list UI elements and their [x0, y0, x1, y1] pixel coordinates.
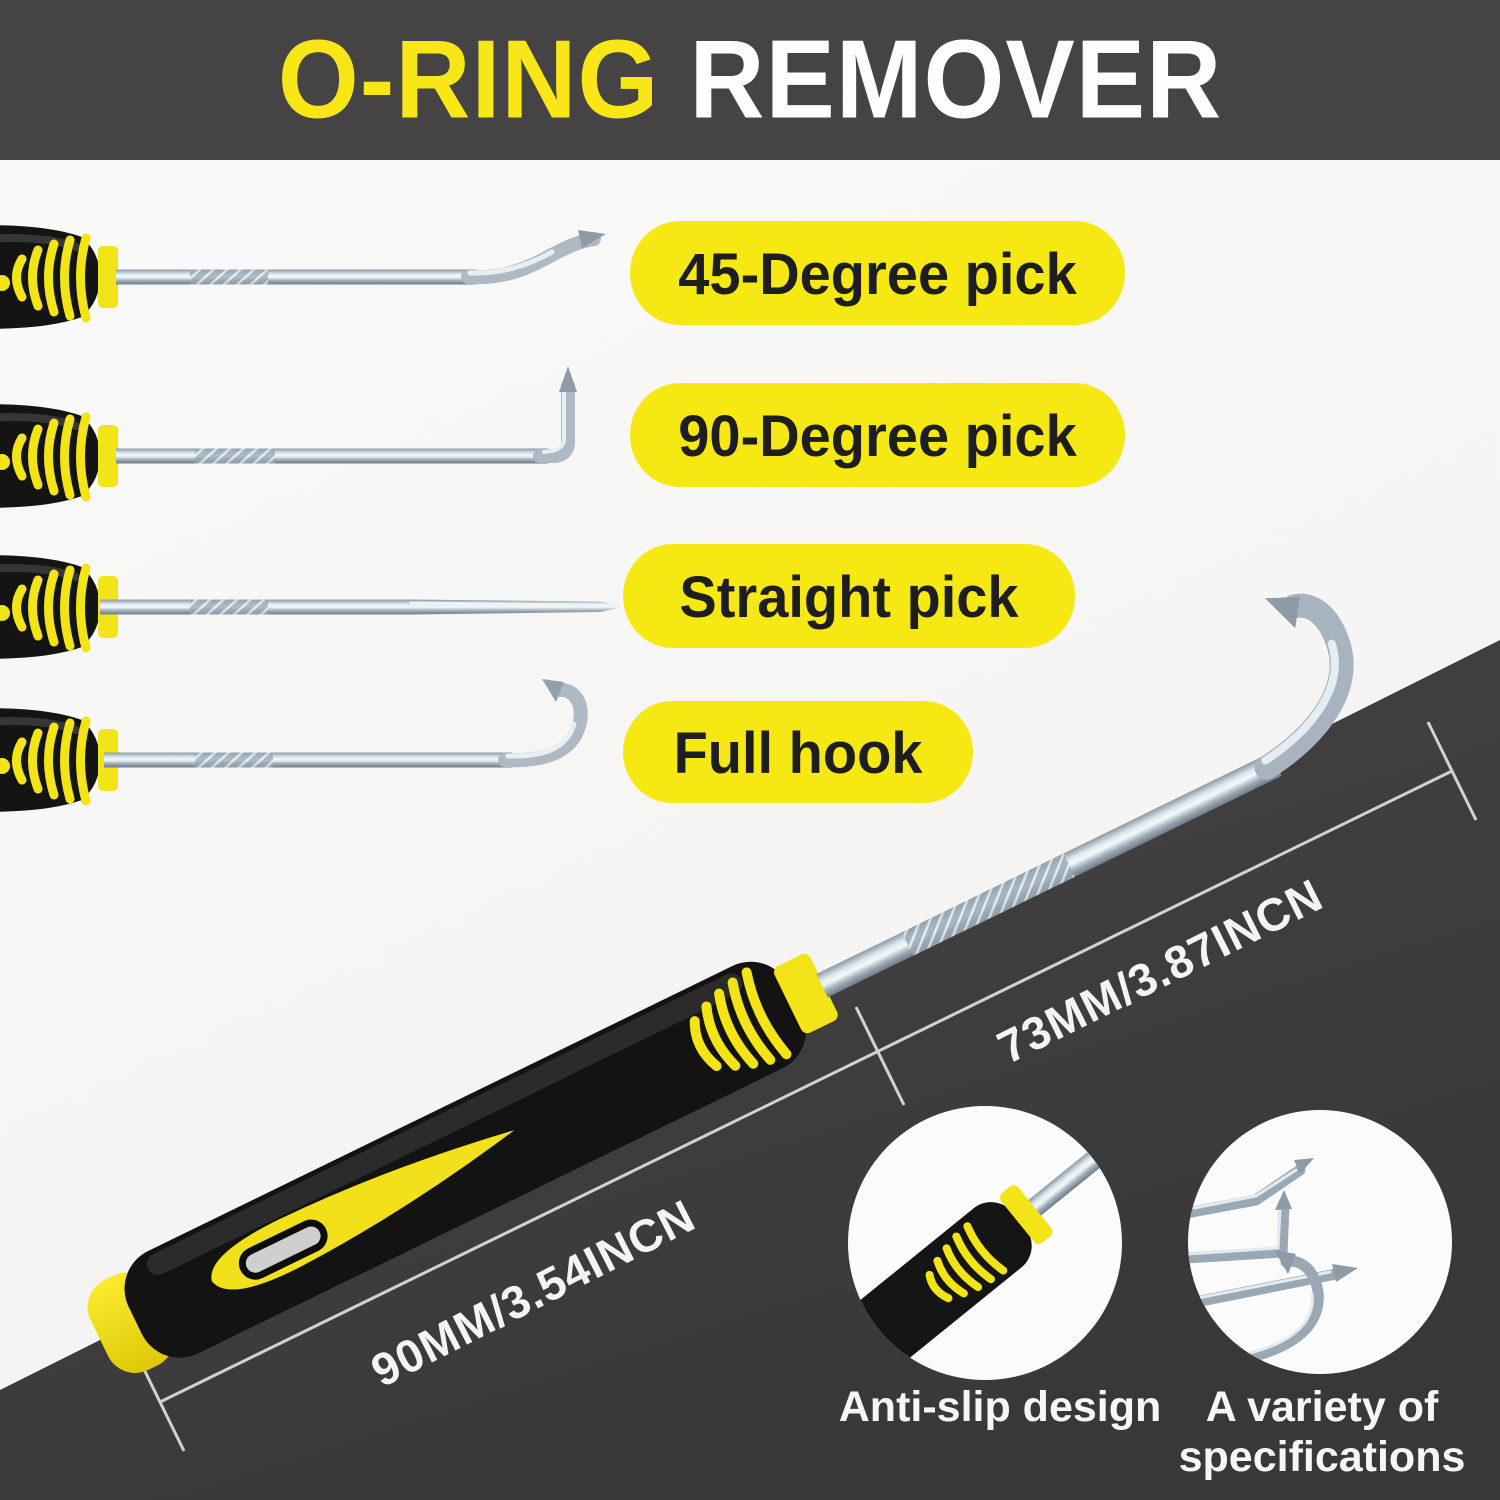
label-pill-45-degree-pick: 45-Degree pick [630, 221, 1125, 325]
title-rest: REMOVER [689, 17, 1223, 142]
feature-circle-variety [1188, 1110, 1452, 1374]
tool-90-degree-pick [0, 366, 577, 508]
title-highlight: O-RING [277, 17, 660, 142]
label-straight-pick: Straight pick [679, 563, 1019, 629]
caption-anti-slip: Anti-slip design [838, 1383, 1162, 1431]
label-full-hook: Full hook [673, 719, 923, 785]
label-45-degree-pick: 45-Degree pick [678, 240, 1077, 306]
label-pill-full-hook: Full hook [623, 701, 973, 803]
label-90-degree-pick: 90-Degree pick [678, 402, 1077, 468]
label-pill-straight-pick: Straight pick [623, 544, 1075, 648]
caption-variety: A variety of specifications [1102, 1382, 1500, 1482]
tool-full-hook [0, 679, 588, 812]
caption-variety-line1: A variety of [1205, 1383, 1439, 1431]
tool-straight-pick [0, 555, 627, 659]
main-tool [87, 593, 1354, 1373]
label-pill-90-degree-pick: 90-Degree pick [630, 383, 1125, 487]
tool-45-degree-pick [0, 225, 606, 329]
caption-variety-line2: specifications [1178, 1433, 1466, 1481]
